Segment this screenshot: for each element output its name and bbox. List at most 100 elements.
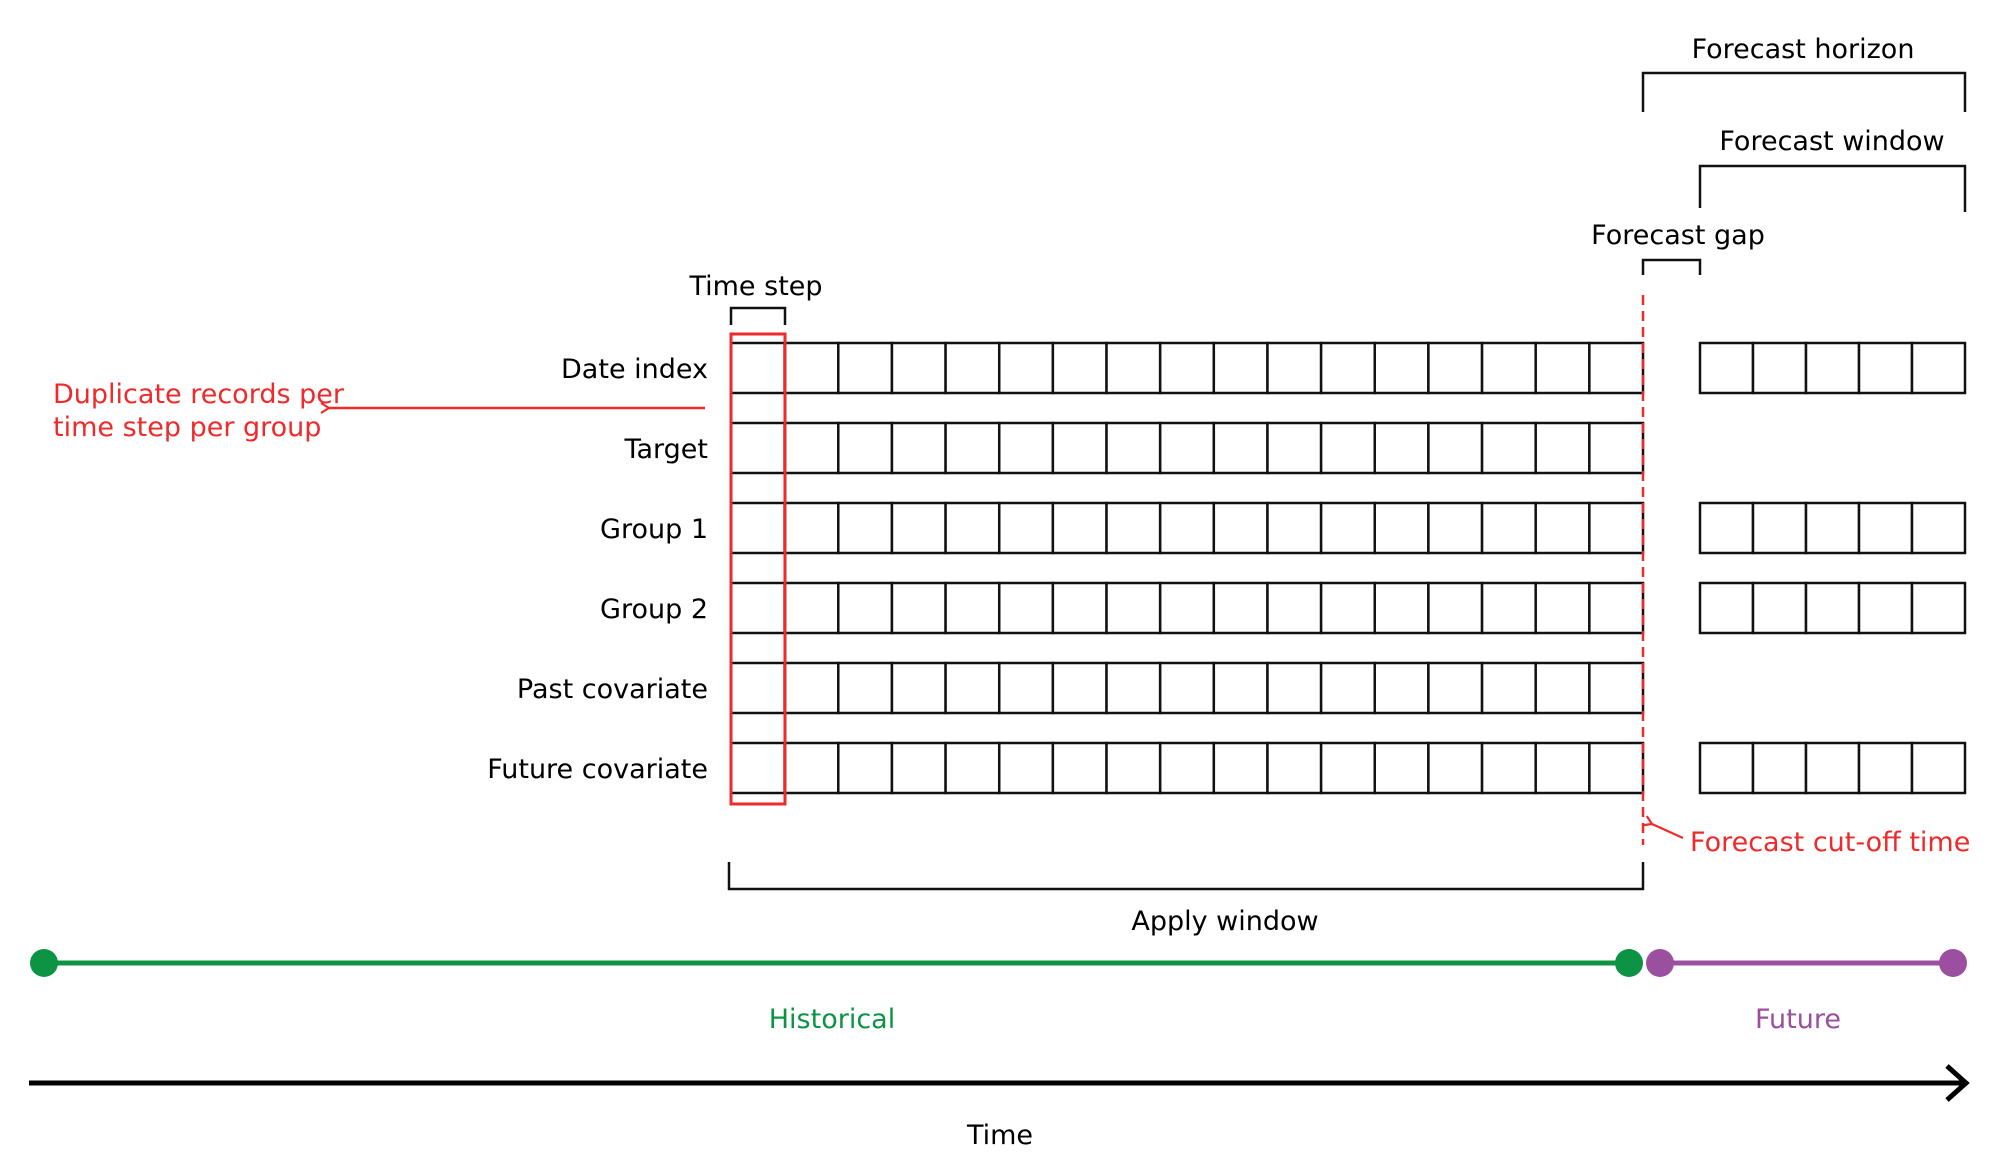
forecast-window-bracket [1698,164,1967,212]
historical-cell [1480,741,1537,795]
row-label: Past covariate [517,674,708,705]
historical-cell [783,341,840,395]
historical-cell [1588,501,1645,555]
future-cell [1857,501,1914,555]
historical-cell [837,741,894,795]
historical-cell [1212,421,1269,475]
time-axis-label: Time [966,1120,1033,1151]
historical-cell [997,661,1055,715]
historical-cell [1158,741,1216,795]
historical-cell [997,341,1055,395]
historical-cell [1427,581,1484,635]
historical-cell [1373,341,1430,395]
duplicate-records-label-line1: Duplicate records per [53,379,345,410]
historical-cell [783,661,840,715]
historical-cell [1373,421,1430,475]
historical-cell [944,341,1001,395]
forecast-horizon-label: Forecast horizon [1692,34,1915,65]
future-cell [1698,741,1755,795]
historical-cell [837,581,894,635]
historical-end-dot [1615,949,1643,977]
historical-cell [1051,661,1108,715]
historical-cell [1480,421,1537,475]
time-step-highlight [729,332,787,806]
future-cell [1751,501,1808,555]
historical-cell [729,741,786,795]
historical-cell [1158,421,1216,475]
historical-cell [997,421,1055,475]
historical-cell [944,581,1001,635]
historical-cell [1480,501,1537,555]
forecast-horizon-bracket [1641,71,1967,112]
historical-cell [1105,661,1162,715]
historical-cell [1158,341,1216,395]
historical-cell [1212,501,1269,555]
historical-cell [837,501,894,555]
historical-cell [1105,421,1162,475]
future-cell [1857,341,1914,395]
historical-cell [1319,661,1377,715]
future-label: Future [1755,1004,1841,1035]
apply-window-bracket [727,862,1645,891]
historical-cell [1534,661,1591,715]
historical-cell [729,501,786,555]
historical-cell [783,501,840,555]
future-cell [1698,581,1755,635]
historical-cell [1051,341,1108,395]
historical-cell [1480,341,1537,395]
row-label: Target [623,434,708,465]
historical-cell [1588,661,1645,715]
row-label: Future covariate [487,754,708,785]
historical-cell [729,341,786,395]
historical-cell [1588,341,1645,395]
historical-cell [1158,581,1216,635]
grid-cells [729,341,1967,795]
historical-cell [997,741,1055,795]
historical-cell [890,581,947,635]
forecast-gap-bracket [1641,258,1702,275]
future-cell [1698,341,1755,395]
historical-cell [729,581,786,635]
time-axis-arrowhead [1945,1064,1970,1102]
historical-cell [1534,341,1591,395]
historical-cell [1051,581,1108,635]
historical-cell [1051,421,1108,475]
future-cell [1751,581,1808,635]
historical-cell [944,661,1001,715]
historical-cell [783,421,840,475]
historical-cell [997,581,1055,635]
future-cell [1857,741,1914,795]
historical-cell [1266,741,1323,795]
historical-cell [1588,741,1645,795]
row-label: Group 1 [600,514,708,545]
historical-start-dot [30,949,58,977]
historical-cell [1427,421,1484,475]
future-cell [1804,501,1861,555]
historical-cell [1427,501,1484,555]
historical-cell [1319,421,1377,475]
historical-cell [1105,341,1162,395]
forecast-gap-label: Forecast gap [1591,220,1765,251]
historical-cell [1158,661,1216,715]
apply-window-label: Apply window [1131,906,1318,937]
historical-cell [944,421,1001,475]
historical-cell [1588,581,1645,635]
future-cell [1804,581,1861,635]
historical-cell [1105,501,1162,555]
historical-cell [1373,581,1430,635]
historical-cell [1480,661,1537,715]
forecast-window-label: Forecast window [1719,126,1944,157]
historical-cell [1051,741,1108,795]
historical-cell [890,341,947,395]
historical-cell [1266,341,1323,395]
historical-cell [837,341,894,395]
historical-cell [1051,501,1108,555]
historical-cell [890,421,947,475]
forecast-cutoff-label: Forecast cut-off time [1690,827,1970,858]
historical-cell [837,661,894,715]
historical-cell [1427,741,1484,795]
historical-cell [997,501,1055,555]
historical-cell [1319,581,1377,635]
historical-cell [1266,501,1323,555]
